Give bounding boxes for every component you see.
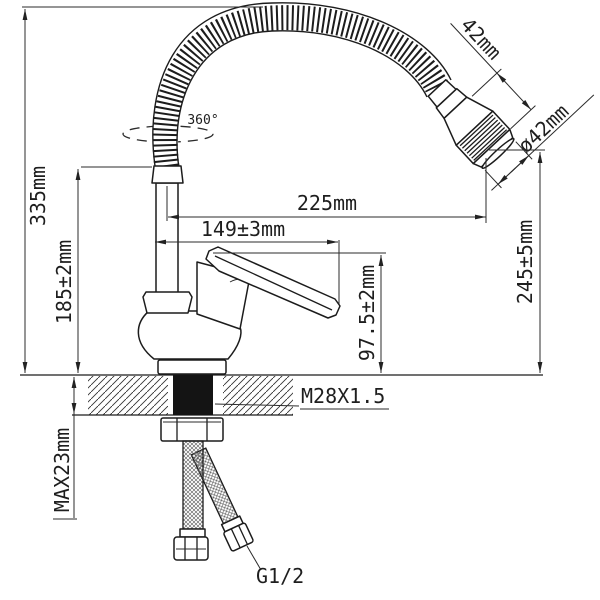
swivel-rotation-label: 360° <box>187 113 218 128</box>
hose-neck-fitting <box>151 165 184 184</box>
dimension-handle-top-height: 97.5±2mm <box>213 252 386 373</box>
threaded-shank <box>173 375 213 415</box>
deck-hatch-left <box>88 376 168 415</box>
spray-head-cap <box>472 128 514 168</box>
dimension-outlet-height: 245±5mm <box>489 149 545 373</box>
mounting-nut <box>160 417 224 442</box>
deck-thickness-label: MAX23mm <box>50 428 74 512</box>
dimension-spout-body-height: 185±2mm <box>52 166 152 373</box>
annotation-supply-thread: G1/2 <box>246 545 304 588</box>
countertop <box>20 374 543 416</box>
spout-reach-label: 225mm <box>297 191 357 215</box>
hose-collar-vertical <box>179 528 206 538</box>
overall-height-label: 335mm <box>26 166 50 226</box>
hose-outer-edge <box>152 2 452 167</box>
spray-outlet-face <box>481 137 515 170</box>
faucet-body <box>137 165 341 375</box>
handle-reach-label: 149±3mm <box>201 217 285 241</box>
spray-head: 42mm ø42mm <box>427 13 595 191</box>
flexible-hose <box>152 2 452 169</box>
head-diameter-label: ø42mm <box>513 99 573 158</box>
hose-braid-vertical <box>182 440 204 530</box>
dimensions: 335mm 185±2mm MAX23mm 225mm 149±3mm <box>22 6 545 588</box>
supply-thread-label: G1/2 <box>256 564 304 588</box>
dimension-deck-thickness: MAX23mm <box>50 377 77 520</box>
grip-ring-slots <box>459 114 508 161</box>
dimension-handle-reach: 149±3mm <box>155 217 340 304</box>
hose-mask <box>152 4 450 169</box>
supply-hoses <box>173 440 254 561</box>
mount-thread-label: M28X1.5 <box>301 384 385 408</box>
handle-top-height-label: 97.5±2mm <box>355 265 379 361</box>
supply-hose-vertical <box>173 440 209 561</box>
nut-body <box>160 417 224 442</box>
hose-hex-angled <box>223 522 254 552</box>
handle-lever-inner-line <box>214 255 333 311</box>
hose-inner-edge <box>176 30 428 169</box>
dimension-overall-height: 335mm <box>22 6 263 373</box>
hose-corrugation <box>152 5 450 169</box>
annotation-mount-thread: M28X1.5 <box>214 384 389 410</box>
outlet-height-label: 245±5mm <box>513 220 537 304</box>
base-flange <box>157 359 227 375</box>
spout-body-height-label: 185±2mm <box>52 240 76 324</box>
deck-hatch-right <box>223 376 293 415</box>
body-collar <box>142 291 193 314</box>
dimension-spout-reach: 225mm <box>166 158 487 223</box>
